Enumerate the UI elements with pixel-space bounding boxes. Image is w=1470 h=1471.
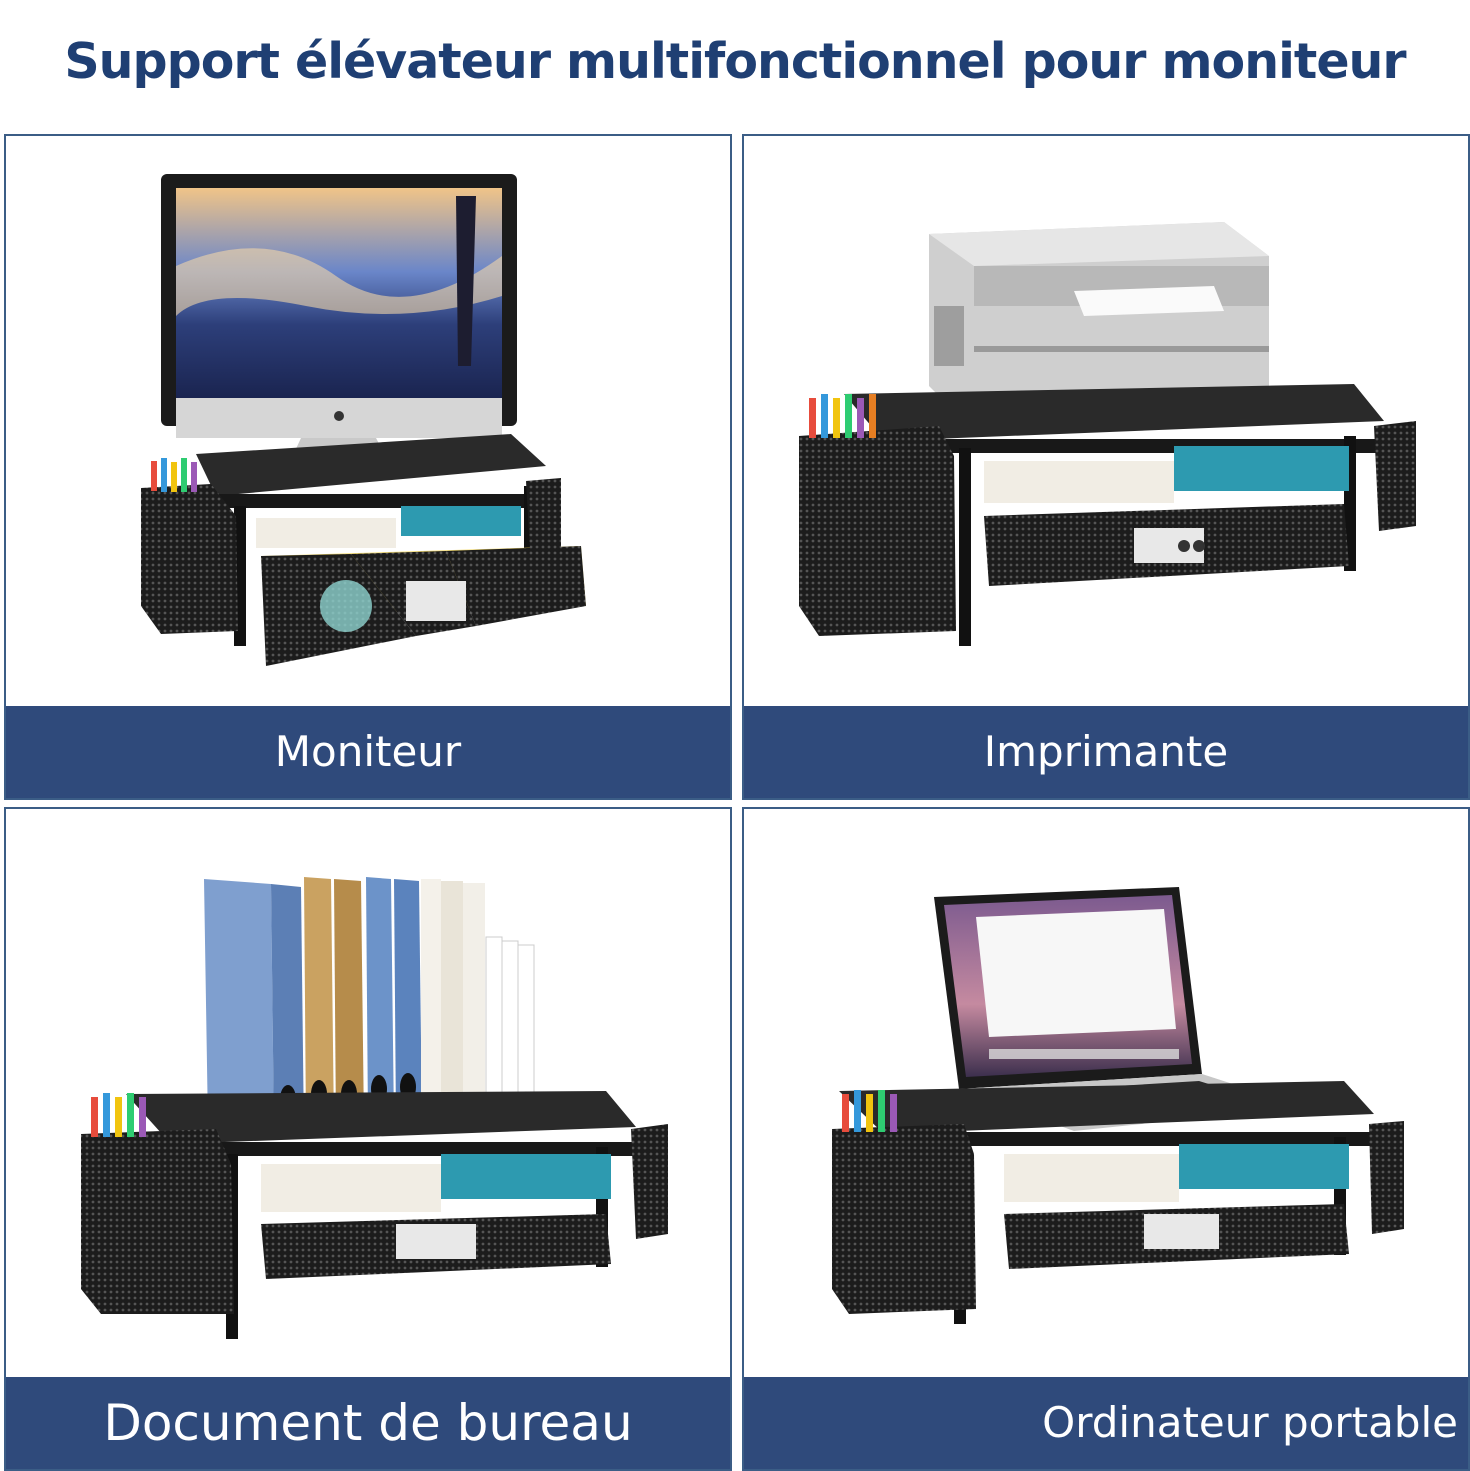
caption-laptop: Ordinateur portable <box>744 1377 1468 1469</box>
caption-monitor: Moniteur <box>6 706 730 798</box>
caption-documents: Document de bureau <box>6 1377 730 1469</box>
caption-printer: Imprimante <box>744 706 1468 798</box>
panel-printer: Imprimante <box>742 134 1470 800</box>
laptop-on-stand-image <box>832 887 1404 1324</box>
binders-on-stand-image <box>81 877 668 1339</box>
page-title: Support élévateur multifonctionnel pour … <box>64 33 1406 90</box>
panel-documents: Document de bureau <box>4 807 732 1471</box>
printer-on-stand-image <box>799 222 1416 646</box>
caption-printer-label: Imprimante <box>983 727 1229 776</box>
caption-monitor-label: Moniteur <box>274 727 462 776</box>
caption-laptop-label: Ordinateur portable <box>1042 1398 1458 1447</box>
panel-monitor: Moniteur <box>4 134 732 800</box>
monitor-on-stand-image <box>141 174 586 666</box>
caption-documents-label: Document de bureau <box>103 1394 633 1452</box>
panel-laptop: Ordinateur portable <box>742 807 1470 1471</box>
